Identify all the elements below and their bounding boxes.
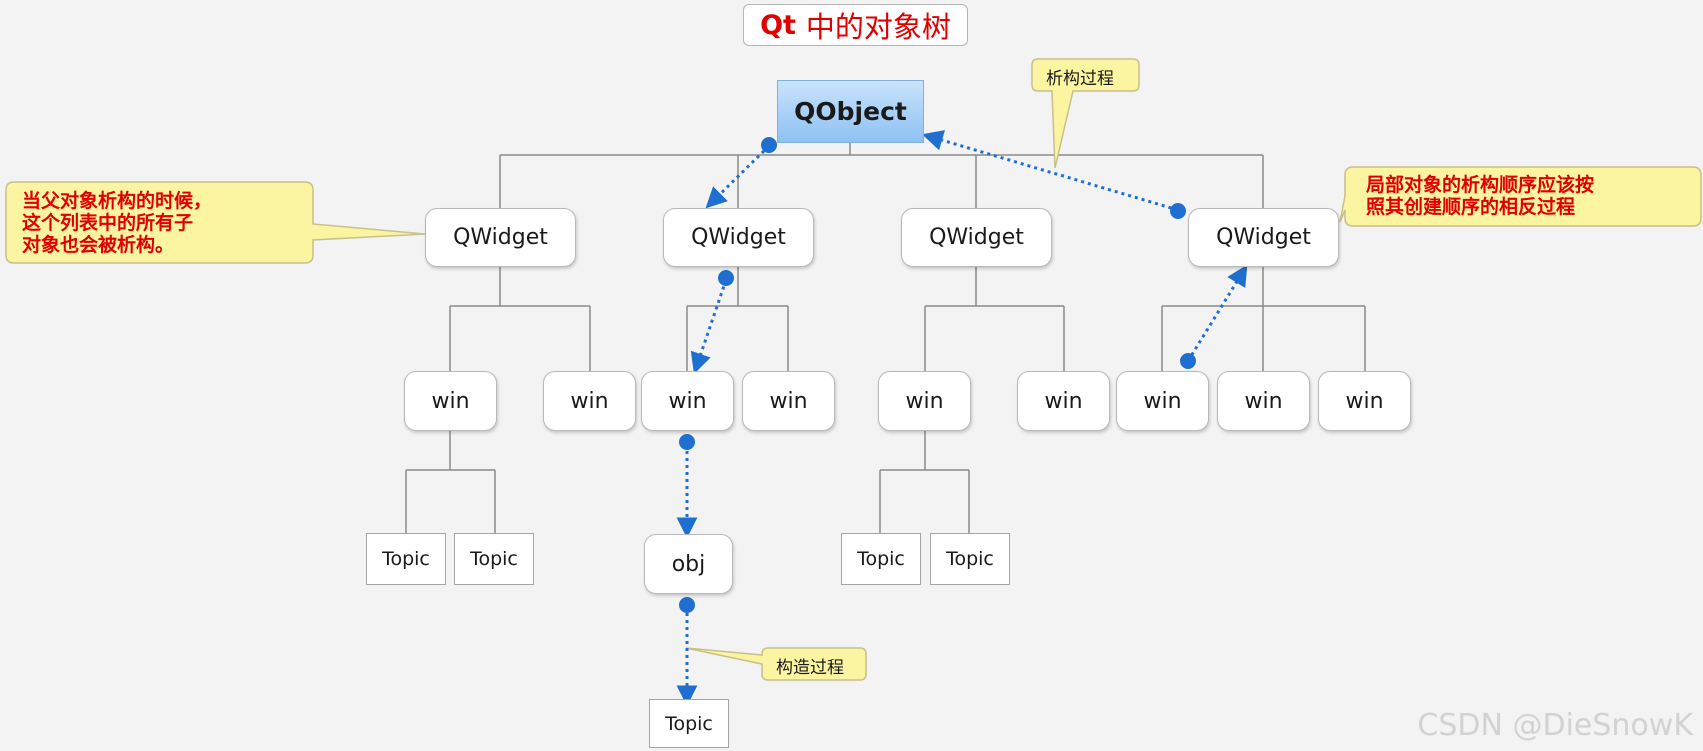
callout-left-text: 当父对象析构的时候， 这个列表中的所有子 对象也会被析构。 [22, 190, 312, 256]
dot-win3 [679, 434, 695, 450]
qwidget-node-1: QWidget [425, 208, 576, 267]
obj-node: obj [644, 534, 733, 594]
arrow-widget2-to-win3 [690, 279, 728, 374]
win-node-2: win [543, 371, 636, 431]
callout-right-line-2: 照其创建顺序的相反过程 [1366, 196, 1576, 218]
diagram-title: Qt 中的对象树 [743, 4, 968, 46]
win-node-9: win [1318, 371, 1411, 431]
topic-node-1: Topic [366, 533, 446, 585]
topic-node-2: Topic [454, 533, 534, 585]
win-node-4: win [742, 371, 835, 431]
callout-left-line-3: 对象也会被析构。 [22, 234, 175, 256]
dot-widget2 [718, 270, 734, 286]
callout-left-line-2: 这个列表中的所有子 [22, 212, 194, 234]
watermark: CSDN @DieSnowK [1417, 708, 1693, 743]
dot-qobject [761, 137, 777, 153]
topic-node-5: Topic [649, 699, 729, 748]
qwidget-node-3: QWidget [901, 208, 1052, 267]
order-dots [679, 137, 1196, 613]
callout-destruct-label: 析构过程 [1046, 69, 1114, 89]
win-node-6: win [1017, 371, 1110, 431]
callout-right-shape [1339, 166, 1702, 227]
callout-destruct-shape [1031, 58, 1140, 169]
qobject-node: QObject [777, 80, 924, 143]
order-arrows [676, 130, 1248, 707]
arrow-widget4-to-qobject [921, 130, 1179, 212]
dot-widget4 [1170, 203, 1186, 219]
callout-right-text: 局部对象的析构顺序应该按 照其创建顺序的相反过程 [1366, 174, 1696, 218]
qwidget-node-2: QWidget [663, 208, 814, 267]
win-node-5: win [878, 371, 971, 431]
win-node-7: win [1116, 371, 1209, 431]
win-node-8: win [1217, 371, 1310, 431]
arrow-win7-to-widget4 [1186, 264, 1248, 362]
callout-left-line-1: 当父对象析构的时候， [22, 190, 213, 212]
callout-left-shape [5, 181, 426, 264]
win-node-3: win [641, 371, 734, 431]
topic-node-4: Topic [930, 533, 1010, 585]
qwidget-node-4: QWidget [1188, 208, 1339, 267]
title-prefix: Qt [760, 9, 796, 41]
title-text: 中的对象树 [805, 10, 951, 44]
topic-node-3: Topic [841, 533, 921, 585]
tree-connectors [405, 140, 1366, 533]
callout-construct-shape [685, 647, 867, 681]
win-node-1: win [404, 371, 497, 431]
callout-construct-label: 构造过程 [776, 658, 844, 678]
dot-obj [679, 597, 695, 613]
callout-shapes [5, 58, 1702, 681]
dot-win7 [1180, 353, 1196, 369]
callout-right-line-1: 局部对象的析构顺序应该按 [1366, 174, 1595, 196]
